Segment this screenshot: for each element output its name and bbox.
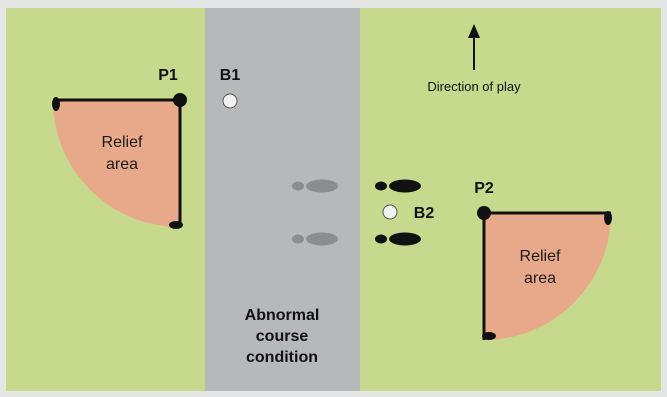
p1-label: P1: [158, 67, 178, 84]
tee-marker-icon: [604, 211, 612, 225]
relief-area-1-label-line2: area: [106, 156, 138, 173]
reference-point-p1-icon: [173, 93, 187, 107]
relief-area-2-label-line2: area: [524, 270, 556, 287]
golf-ball-b1-icon: [222, 93, 238, 109]
relief-area-1-label-line1: Relief: [102, 134, 143, 151]
condition-label-line2: course: [256, 328, 309, 345]
b2-label: B2: [414, 205, 435, 222]
up-arrow-icon: [468, 24, 480, 38]
tee-marker-icon: [169, 221, 183, 229]
golf-ball-b2-icon: [382, 204, 398, 220]
tee-marker-icon: [52, 97, 60, 111]
tee-marker-icon: [482, 332, 496, 340]
condition-label-line1: Abnormal: [245, 307, 320, 324]
p2-label: P2: [474, 180, 494, 197]
condition-label-line3: condition: [246, 349, 318, 366]
relief-area-2-label-line1: Relief: [520, 248, 561, 265]
relief-area-1: [53, 100, 180, 227]
footprints-old-stance-icon: [292, 179, 338, 246]
direction-of-play-label: Direction of play: [427, 79, 521, 94]
footprints-new-stance-icon: [375, 179, 421, 246]
b1-label: B1: [220, 67, 241, 84]
relief-area-2: [484, 213, 611, 340]
reference-point-p2-icon: [477, 206, 491, 220]
abnormal-course-condition-area: [205, 8, 360, 391]
